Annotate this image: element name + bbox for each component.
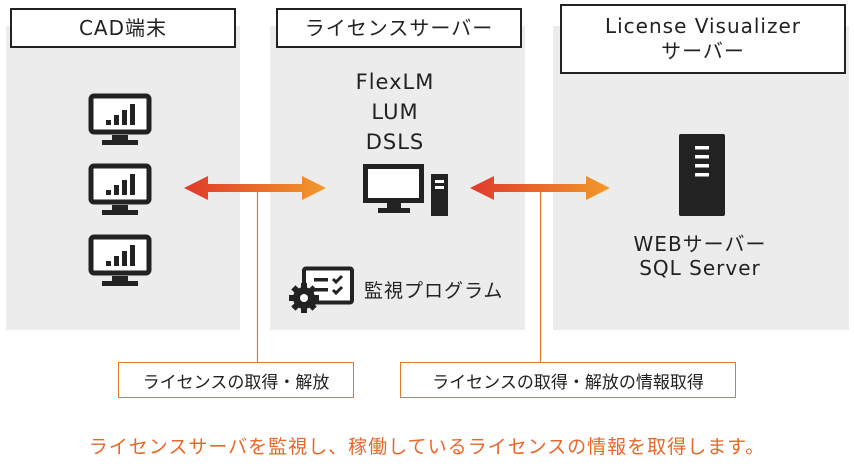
visualizer-title-line2: サーバー: [661, 39, 745, 63]
callout-acquire-release: ライセンスの取得・解放: [118, 362, 354, 398]
cad-title: CAD端末: [10, 8, 236, 48]
desktop-computer-icon: [363, 164, 448, 216]
cad-title-text: CAD端末: [78, 15, 168, 40]
monitor-chart-icon: [88, 163, 152, 215]
callout-info-acquisition: ライセンスの取得・解放の情報取得: [400, 362, 736, 398]
monitor-chart-icon: [88, 234, 152, 286]
product-flexlm: FlexLM: [355, 70, 435, 94]
double-arrow-right: [470, 176, 610, 200]
product-dsls: DSLS: [365, 130, 425, 154]
settings-program-icon: [289, 266, 354, 313]
callout-acquire-release-text: ライセンスの取得・解放: [142, 372, 330, 393]
double-arrow-left: [184, 176, 326, 200]
callout-info-acquisition-text: ライセンスの取得・解放の情報取得: [432, 372, 704, 393]
product-lum: LUM: [371, 100, 419, 124]
monitor-chart-icon: [88, 93, 152, 145]
web-server-label: WEBサーバー: [633, 232, 767, 256]
sql-server-label: SQL Server: [639, 256, 761, 280]
license-server-title-text: ライセンスサーバー: [304, 15, 494, 40]
visualizer-title: License Visualizer サーバー: [560, 4, 846, 74]
server-tower-icon: [679, 134, 725, 216]
visualizer-title-line1: License Visualizer: [604, 14, 802, 38]
license-server-title: ライセンスサーバー: [276, 8, 522, 48]
monitor-program-label: 監視プログラム: [364, 280, 504, 302]
footer-note: ライセンスサーバを監視し、稼働しているライセンスの情報を取得します。: [88, 436, 766, 458]
